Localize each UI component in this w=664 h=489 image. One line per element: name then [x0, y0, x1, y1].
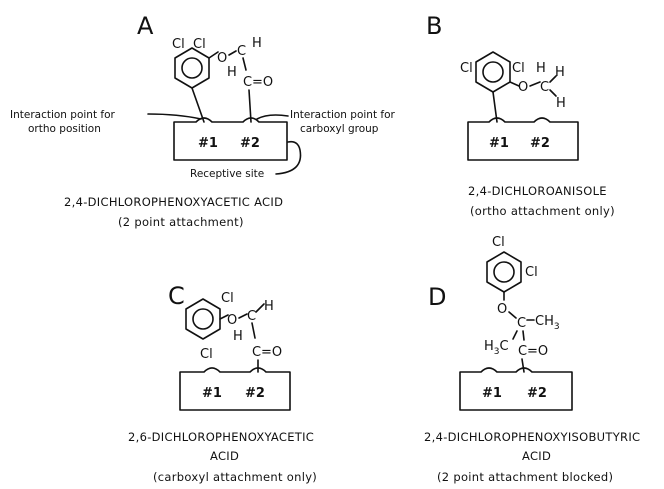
panel-a-benzene-ring	[174, 47, 210, 89]
panel-b-letter: B	[426, 12, 442, 40]
panel-a-methylene-c: C	[237, 44, 246, 59]
panel-c-methylene-h: H	[264, 299, 274, 314]
panel-c-letter: C	[168, 282, 185, 310]
panel-c: C Cl Cl O C H H C =O #1 #2 2,6-DICHLOROP…	[128, 282, 317, 484]
panel-a-cl-right: Cl	[193, 37, 206, 52]
panel-a-h-left: H	[227, 65, 237, 80]
panel-b-caption-2: (ortho attachment only)	[470, 204, 615, 218]
panel-d-oxygen: O	[497, 302, 507, 317]
panel-c-caption-3: (carboxyl attachment only)	[153, 470, 317, 484]
panel-a-cl-left: Cl	[172, 37, 185, 52]
panel-c-benzene-ring	[185, 298, 221, 340]
panel-b-h-3: H	[536, 61, 546, 76]
panel-a-methylene-h: H	[252, 36, 262, 51]
panel-b-caption-1: 2,4-DICHLOROANISOLE	[468, 184, 607, 198]
panel-b-site-2: #2	[530, 136, 550, 151]
panel-a: A Cl Cl O C H H C =O #1 #2 Interaction p…	[10, 12, 396, 229]
panel-c-site-1: #1	[202, 386, 222, 401]
panel-a-carbonyl-c: C	[243, 75, 252, 90]
panel-b: B Cl Cl O C H H H #1 #2 2,4-DICHLOROANIS…	[426, 12, 615, 218]
panel-a-caption-1: 2,4-DICHLOROPHENOXYACETIC ACID	[64, 195, 283, 209]
panel-a-site-2: #2	[240, 136, 260, 151]
panel-c-site-2: #2	[245, 386, 265, 401]
panel-d-ch3-right: CH3	[535, 314, 560, 332]
panel-c-caption-2: ACID	[210, 449, 239, 463]
panel-d: D Cl Cl O C CH3 H3C C =O #1 #2 2,4-DICHL…	[424, 235, 640, 484]
panel-d-h3c-left: H3C	[484, 339, 509, 357]
panel-a-letter: A	[137, 12, 154, 40]
panel-b-cl-right: Cl	[512, 61, 525, 76]
panel-b-cl-left: Cl	[460, 61, 473, 76]
panel-c-receptive-site	[179, 367, 291, 411]
panel-d-receptive-site	[459, 367, 573, 411]
panel-c-cl-bottom: Cl	[200, 347, 213, 362]
panel-b-receptive-site	[467, 117, 579, 161]
panel-a-receptive-site	[173, 117, 288, 161]
panel-a-ortho-label-2: ortho position	[28, 123, 101, 135]
panel-c-caption-1: 2,6-DICHLOROPHENOXYACETIC	[128, 430, 314, 444]
panel-c-methylene-c: C	[247, 309, 256, 324]
panel-d-cl-right: Cl	[525, 265, 538, 280]
panel-a-carbonyl-o: =O	[252, 75, 273, 90]
panel-a-caption-2: (2 point attachment)	[118, 215, 244, 229]
panel-c-cl-top: Cl	[221, 291, 234, 306]
panel-b-h-1: H	[555, 65, 565, 80]
panel-b-methyl-c: C	[540, 80, 549, 95]
panel-a-site-1: #1	[198, 136, 218, 151]
panel-d-site-1: #1	[482, 386, 502, 401]
panel-c-oxygen: O	[227, 313, 237, 328]
panel-d-caption-2: ACID	[522, 449, 551, 463]
panel-d-caption-3: (2 point attachment blocked)	[437, 470, 613, 484]
panel-c-carbonyl-c: C	[252, 345, 261, 360]
panel-b-benzene-ring	[475, 51, 511, 93]
panel-d-carbonyl-c: C	[518, 344, 527, 359]
panel-a-carboxyl-label-1: Interaction point for	[290, 109, 396, 121]
panel-a-oxygen: O	[217, 51, 227, 66]
panel-b-h-2: H	[556, 96, 566, 111]
panel-d-benzene-ring	[486, 251, 522, 293]
panel-d-carbonyl-o: =O	[527, 344, 548, 359]
panel-d-caption-1: 2,4-DICHLOROPHENOXYISOBUTYRIC	[424, 430, 640, 444]
panel-d-quaternary-c: C	[517, 316, 526, 331]
panel-a-ortho-label-1: Interaction point for	[10, 109, 116, 121]
panel-d-cl-top: Cl	[492, 235, 505, 250]
panel-d-letter: D	[428, 283, 446, 311]
panel-c-carbonyl-o: =O	[261, 345, 282, 360]
panel-c-h-left: H	[233, 329, 243, 344]
panel-a-receptive-label: Receptive site	[190, 168, 264, 180]
panel-a-carboxyl-label-2: carboxyl group	[300, 123, 379, 135]
panel-d-site-2: #2	[527, 386, 547, 401]
panel-b-oxygen: O	[518, 80, 528, 95]
panel-b-site-1: #1	[489, 136, 509, 151]
